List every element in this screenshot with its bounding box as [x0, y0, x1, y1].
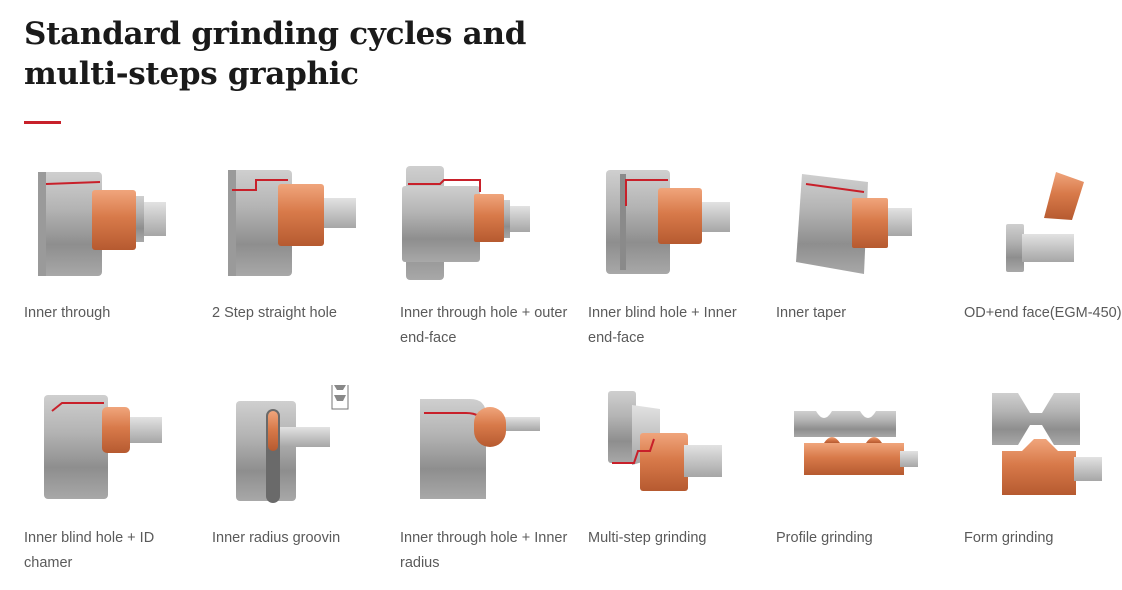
page-title: Standard grinding cycles and multi-steps…: [24, 14, 526, 94]
cycle-label: 2 Step straight hole: [212, 305, 337, 321]
od-end-face-diagram: [964, 160, 1122, 300]
cycle-label: OD+end face(EGM-450): [964, 305, 1122, 321]
cycle-label: Profile grinding: [776, 530, 873, 546]
two-step-straight-hole-diagram: [212, 160, 388, 300]
inner-blind-hole-id-chamfer-diagram: [24, 385, 200, 525]
inner-radius-groove-diagram: [212, 385, 388, 525]
cycle-label: Inner blind hole + ID chamer: [24, 530, 155, 571]
cycle-label: Inner radius groovin: [212, 530, 341, 546]
title-accent-bar: [24, 121, 61, 124]
profile-grinding-diagram: [776, 385, 952, 525]
grinding-cycles-grid: Inner through 2 Step straight hole: [24, 0, 1122, 590]
cycle-label: Multi-step grinding: [588, 530, 707, 546]
title-line-2: multi-steps graphic: [24, 56, 359, 92]
form-grinding-diagram: [964, 385, 1122, 525]
cycle-label: Inner through hole + outer end-face: [400, 305, 568, 346]
cycle-label: Form grinding: [964, 530, 1054, 546]
inner-taper-diagram: [776, 160, 952, 300]
cycle-label: Inner through hole + Inner radius: [400, 530, 568, 571]
inner-through-inner-radius-diagram: [400, 385, 576, 525]
multi-step-grinding-diagram: [588, 385, 764, 525]
inner-through-diagram: [24, 160, 200, 300]
cycle-label: Inner taper: [776, 305, 847, 321]
inner-through-outer-end-face-diagram: [400, 160, 576, 300]
cycle-label: Inner blind hole + Inner end-face: [588, 305, 737, 346]
inner-blind-hole-inner-end-face-diagram: [588, 160, 764, 300]
title-line-1: Standard grinding cycles and: [24, 16, 527, 52]
cycle-label: Inner through: [24, 305, 111, 321]
